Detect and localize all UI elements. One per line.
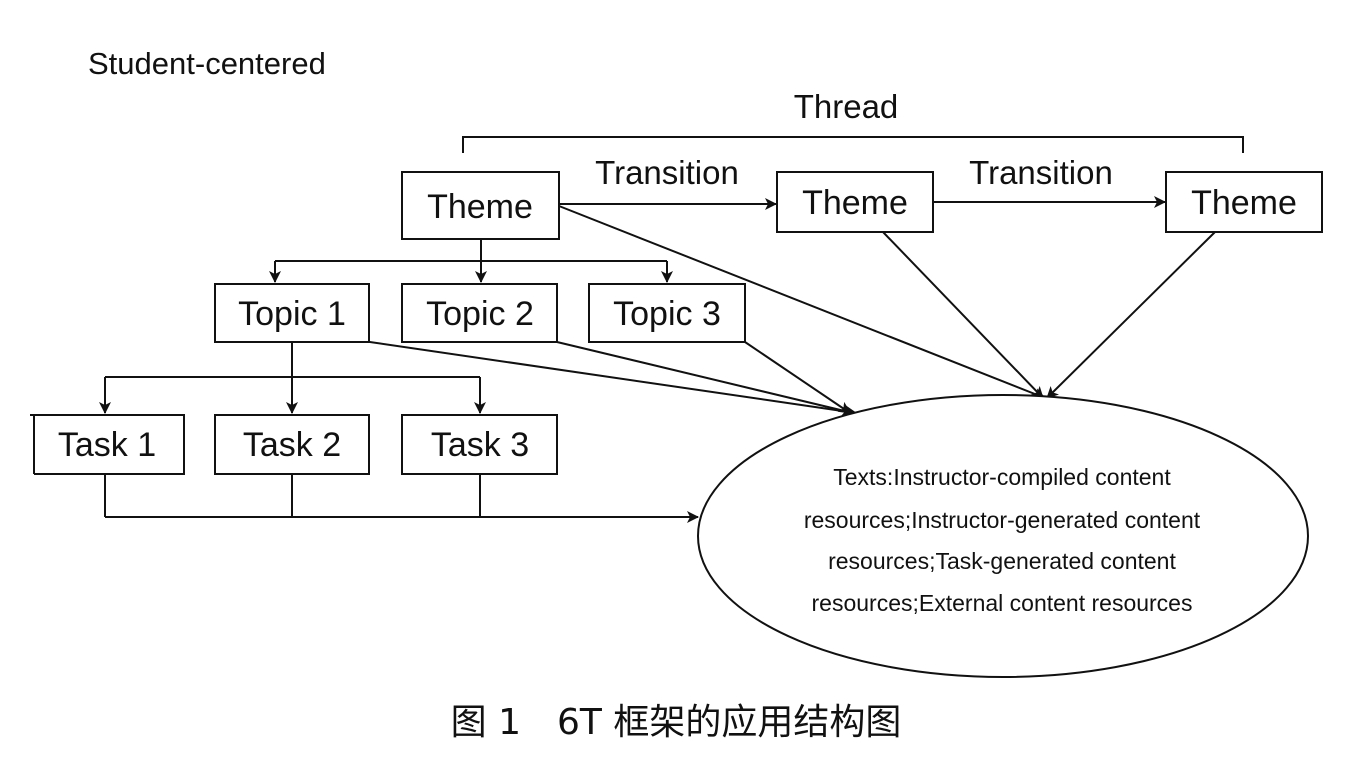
transition-label-2: Transition (969, 154, 1113, 191)
page-title: Student-centered (88, 46, 326, 81)
resources-text-line-3: resources;Task-generated content (828, 548, 1176, 574)
topic-node-3: Topic 3 (588, 283, 746, 343)
topic-node-1: Topic 1 (214, 283, 370, 343)
resources-text-line-4: resources;External content resources (812, 590, 1193, 616)
content-arrows (355, 205, 1216, 418)
topic-node-label: Topic 1 (238, 295, 346, 333)
topic-to-tasks-connector (99, 342, 486, 414)
task-node-1: Task 1 (30, 414, 185, 475)
topic-node-label: Topic 2 (426, 295, 534, 333)
transition-label-1: Transition (595, 154, 739, 191)
theme-to-topics-connector (269, 239, 673, 283)
resources-text-line-2: resources;Instructor-generated content (804, 507, 1201, 533)
theme-node-2: Theme (776, 171, 934, 233)
task-node-label: Task 1 (58, 426, 156, 464)
theme-node-3: Theme (1165, 171, 1323, 233)
resources-node: Texts:Instructor-compiled content resour… (697, 394, 1309, 678)
topic-node-2: Topic 2 (401, 283, 558, 343)
figure-caption: 图 1 6T 框架的应用结构图 (451, 702, 902, 743)
tasks-to-resources-connector (104, 474, 699, 523)
task-node-2: Task 2 (214, 414, 370, 475)
theme-node-label: Theme (1191, 184, 1297, 222)
thread-label: Thread (794, 88, 899, 125)
topic-node-label: Topic 3 (613, 295, 721, 333)
task-node-label: Task 2 (243, 426, 341, 464)
theme-node-label: Theme (427, 188, 533, 226)
resources-text-line-1: Texts:Instructor-compiled content (833, 464, 1171, 490)
task-node-label: Task 3 (431, 426, 529, 464)
thread-bracket (462, 136, 1244, 153)
task-node-3: Task 3 (401, 414, 558, 475)
theme-node-label: Theme (802, 184, 908, 222)
theme-node-1: Theme (401, 171, 560, 240)
